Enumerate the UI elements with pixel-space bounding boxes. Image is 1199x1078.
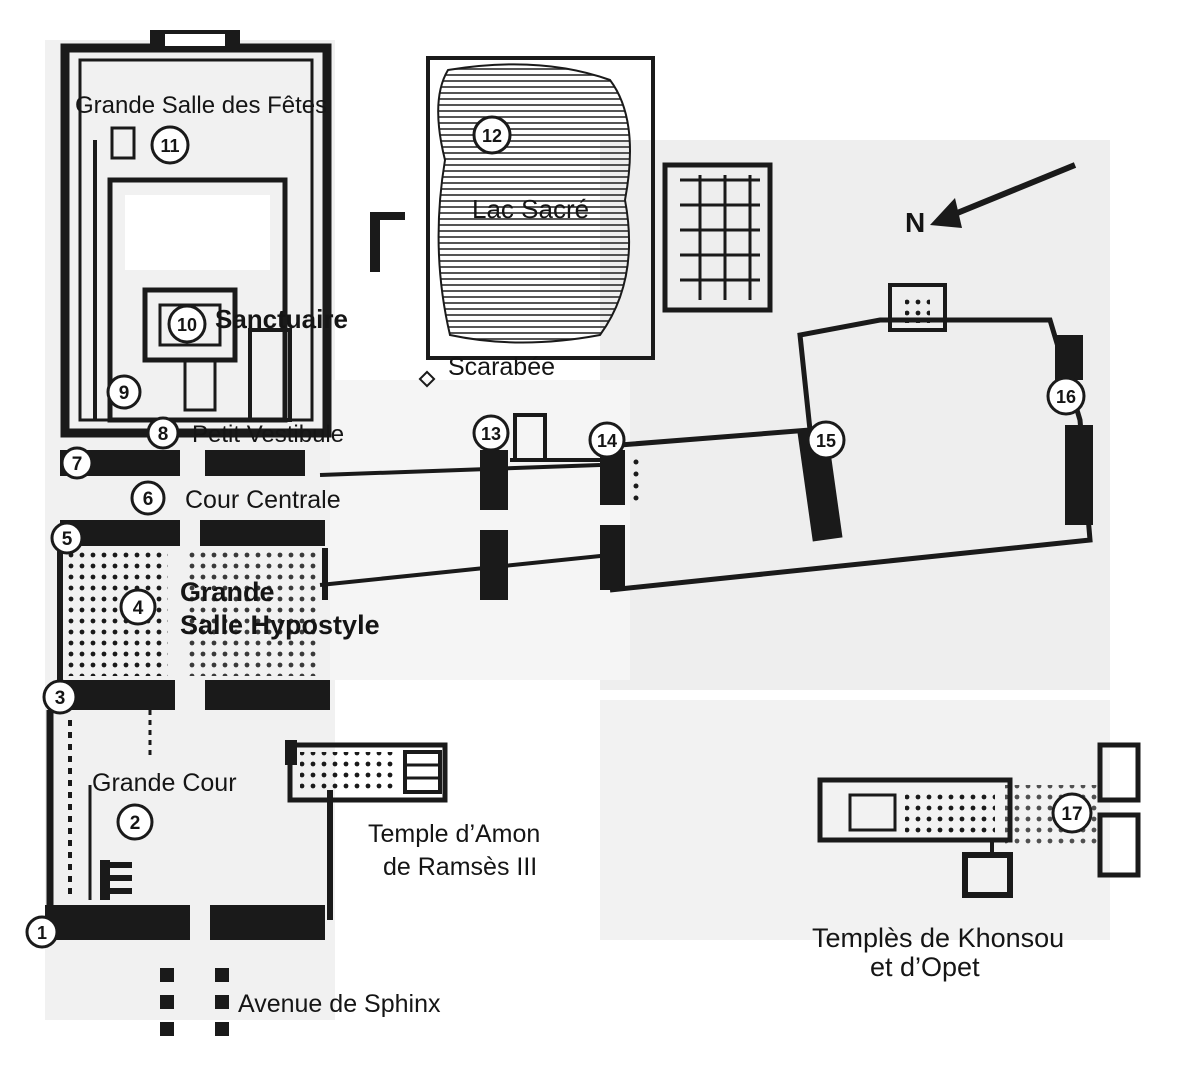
- label-amon-temple-1: Temple d’Amon: [368, 820, 540, 848]
- map-labels: Grande Salle des Fêtes Lac Sacré Sanctua…: [75, 92, 1064, 1018]
- marker-2: 2: [116, 803, 154, 841]
- svg-text:2: 2: [130, 813, 141, 834]
- label-khonsu-1: Templès de Khonsou: [812, 923, 1064, 953]
- svg-text:16: 16: [1056, 387, 1076, 407]
- marker-17: 17: [1051, 792, 1093, 834]
- label-great-court: Grande Cour: [92, 769, 237, 797]
- svg-text:9: 9: [119, 383, 130, 404]
- marker-15: 15: [806, 420, 846, 460]
- svg-text:17: 17: [1061, 804, 1082, 825]
- svg-text:14: 14: [597, 431, 617, 451]
- svg-text:13: 13: [481, 424, 501, 444]
- north-arrow: [930, 162, 1077, 228]
- svg-text:3: 3: [55, 688, 66, 709]
- marker-8: 8: [146, 416, 180, 450]
- svg-text:15: 15: [816, 431, 836, 451]
- marker-11: 11: [150, 125, 190, 165]
- main-temple-walls: [60, 30, 332, 438]
- marker-12: 12: [472, 115, 512, 155]
- marker-10: 10: [167, 304, 207, 344]
- location-markers: 1 2 3 4 5 6 7 8 9 10 11 12 13 14 15 16 1…: [25, 115, 1093, 949]
- great-court-walls: [46, 710, 333, 920]
- label-khonsu-2: et d’Opet: [870, 952, 980, 982]
- svg-text:1: 1: [37, 923, 47, 943]
- label-sphinx-avenue: Avenue de Sphinx: [238, 990, 441, 1018]
- svg-text:10: 10: [177, 315, 197, 335]
- svg-text:4: 4: [133, 598, 144, 619]
- svg-text:12: 12: [482, 126, 502, 146]
- svg-text:7: 7: [72, 454, 83, 475]
- svg-text:6: 6: [143, 489, 154, 510]
- marker-14: 14: [588, 421, 626, 459]
- scarab-marker: [418, 370, 436, 388]
- svg-text:5: 5: [62, 529, 73, 550]
- north-label: N: [905, 207, 925, 238]
- marker-4: 4: [119, 588, 157, 626]
- svg-text:11: 11: [160, 136, 179, 156]
- label-sacred-lake: Lac Sacré: [472, 194, 589, 224]
- label-festival-hall: Grande Salle des Fêtes: [75, 92, 327, 119]
- marker-6: 6: [130, 480, 166, 516]
- storehouse-building: [662, 162, 773, 313]
- label-hypostyle-1: Grande: [180, 577, 275, 607]
- label-hypostyle-2: Salle Hypostyle: [180, 610, 380, 640]
- svg-text:8: 8: [158, 424, 169, 445]
- label-small-vestibule: Petit Vestibule: [192, 421, 344, 448]
- label-amon-temple-2: de Ramsès III: [383, 853, 537, 881]
- label-scarab: Scarabée: [448, 353, 555, 381]
- label-central-court: Cour Centrale: [185, 486, 341, 514]
- marker-9: 9: [106, 374, 142, 410]
- south-axis: [319, 283, 1093, 600]
- marker-16: 16: [1046, 376, 1086, 416]
- marker-13: 13: [472, 414, 510, 452]
- marker-5: 5: [50, 521, 84, 555]
- label-sanctuary: Sanctuaire: [215, 304, 348, 334]
- marker-1: 1: [25, 915, 59, 949]
- sphinx-avenue: [160, 968, 229, 1036]
- marker-3: 3: [42, 679, 78, 715]
- marker-7: 7: [60, 446, 94, 480]
- ramses-temple: [285, 740, 448, 803]
